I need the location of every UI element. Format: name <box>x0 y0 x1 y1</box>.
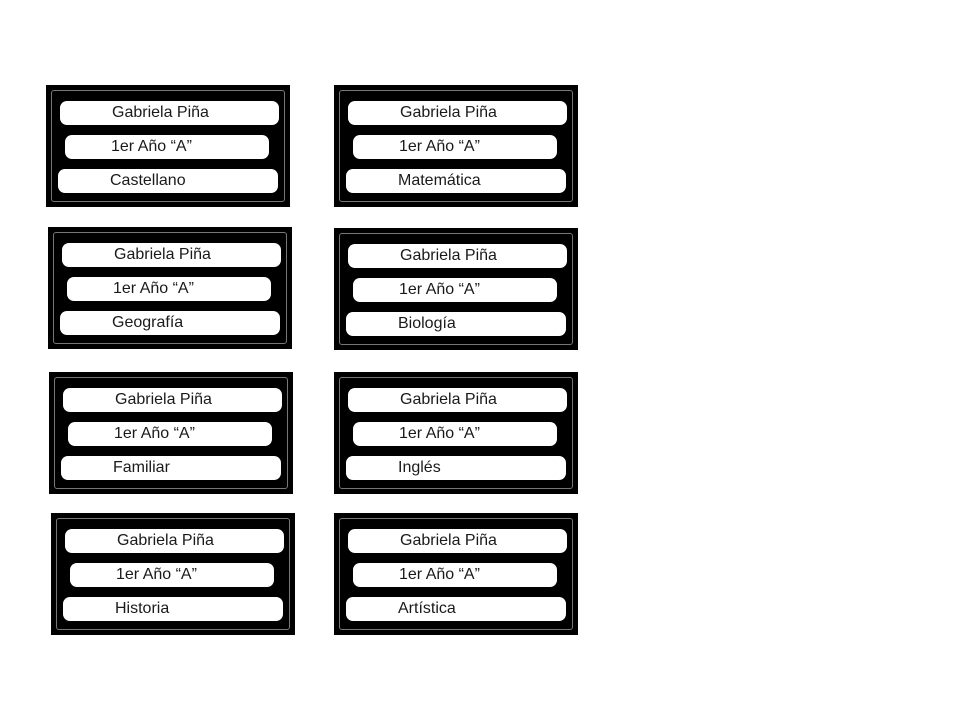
teacher-name: Gabriela Piña <box>348 244 567 268</box>
teacher-name: Gabriela Piña <box>348 101 567 125</box>
grade-label: 1er Año “A” <box>65 135 269 159</box>
subject-label: Historia <box>63 597 283 621</box>
grade-text: 1er Año “A” <box>399 281 480 298</box>
teacher-name: Gabriela Piña <box>348 529 567 553</box>
teacher-name: Gabriela Piña <box>348 388 567 412</box>
teacher-name: Gabriela Piña <box>63 388 282 412</box>
grade-text: 1er Año “A” <box>399 566 480 583</box>
teacher-name: Gabriela Piña <box>62 243 281 267</box>
grade-label: 1er Año “A” <box>353 135 557 159</box>
subject-label: Biología <box>346 312 566 336</box>
label-card: Gabriela Piña 1er Año “A” Artística <box>334 513 578 635</box>
grade-text: 1er Año “A” <box>113 280 194 297</box>
label-card: Gabriela Piña 1er Año “A” Matemática <box>334 85 578 207</box>
subject-label: Geografía <box>60 311 280 335</box>
grade-text: 1er Año “A” <box>111 138 192 155</box>
grade-label: 1er Año “A” <box>353 563 557 587</box>
label-card: Gabriela Piña 1er Año “A” Geografía <box>48 227 292 349</box>
label-card: Gabriela Piña 1er Año “A” Familiar <box>49 372 293 494</box>
teacher-name: Gabriela Piña <box>60 101 279 125</box>
grade-label: 1er Año “A” <box>70 563 274 587</box>
label-card: Gabriela Piña 1er Año “A” Historia <box>51 513 295 635</box>
grade-label: 1er Año “A” <box>353 422 557 446</box>
grade-text: 1er Año “A” <box>114 425 195 442</box>
subject-label: Artística <box>346 597 566 621</box>
grade-text: 1er Año “A” <box>399 425 480 442</box>
label-card: Gabriela Piña 1er Año “A” Biología <box>334 228 578 350</box>
subject-label: Familiar <box>61 456 281 480</box>
subject-label: Matemática <box>346 169 566 193</box>
grade-text: 1er Año “A” <box>116 566 197 583</box>
teacher-name: Gabriela Piña <box>65 529 284 553</box>
grade-text: 1er Año “A” <box>399 138 480 155</box>
label-card: Gabriela Piña 1er Año “A” Inglés <box>334 372 578 494</box>
label-card: Gabriela Piña 1er Año “A” Castellano <box>46 85 290 207</box>
subject-label: Castellano <box>58 169 278 193</box>
subject-label: Inglés <box>346 456 566 480</box>
grade-label: 1er Año “A” <box>353 278 557 302</box>
grade-label: 1er Año “A” <box>68 422 272 446</box>
grade-label: 1er Año “A” <box>67 277 271 301</box>
